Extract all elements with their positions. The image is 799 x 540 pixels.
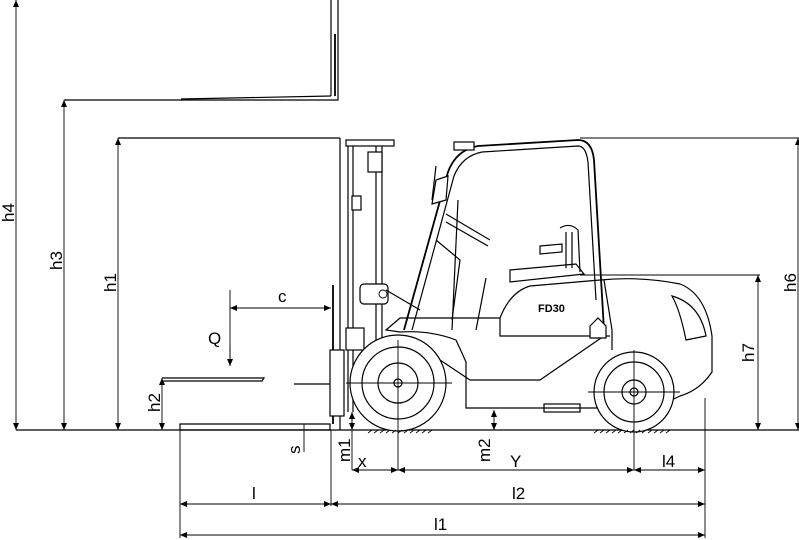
truck-body	[384, 278, 713, 413]
label-l4: l4	[662, 452, 675, 471]
label-Q: Q	[208, 329, 221, 348]
label-s: s	[285, 446, 304, 455]
label-h1: h1	[101, 273, 120, 292]
label-Y: Y	[510, 452, 521, 471]
label-l2: l2	[512, 484, 525, 503]
label-h7: h7	[739, 343, 758, 362]
label-h2: h2	[145, 393, 164, 412]
operator-area	[435, 199, 586, 331]
model-label: FD30	[538, 303, 565, 315]
right-height-dimensions	[580, 137, 799, 430]
label-l1: l1	[434, 515, 447, 534]
label-h3: h3	[47, 251, 66, 270]
length-dimensions	[179, 398, 706, 538]
label-l: l	[252, 484, 256, 503]
fork-assembly	[162, 285, 345, 431]
front-wheel	[346, 334, 452, 470]
label-h6: h6	[781, 273, 799, 292]
height-dimension-lines	[13, 0, 165, 430]
ground-hatch	[367, 429, 671, 434]
load-center-marker	[227, 290, 331, 366]
label-c: c	[278, 287, 287, 306]
label-m1: m1	[335, 438, 354, 462]
rear-wheel	[588, 350, 680, 470]
label-h4: h4	[0, 203, 18, 222]
max-lift-load-outline	[64, 0, 339, 101]
label-m2: m2	[475, 438, 494, 462]
overhead-guard	[403, 139, 605, 331]
free-lift-load-outline	[118, 137, 341, 430]
label-x: x	[358, 452, 367, 471]
